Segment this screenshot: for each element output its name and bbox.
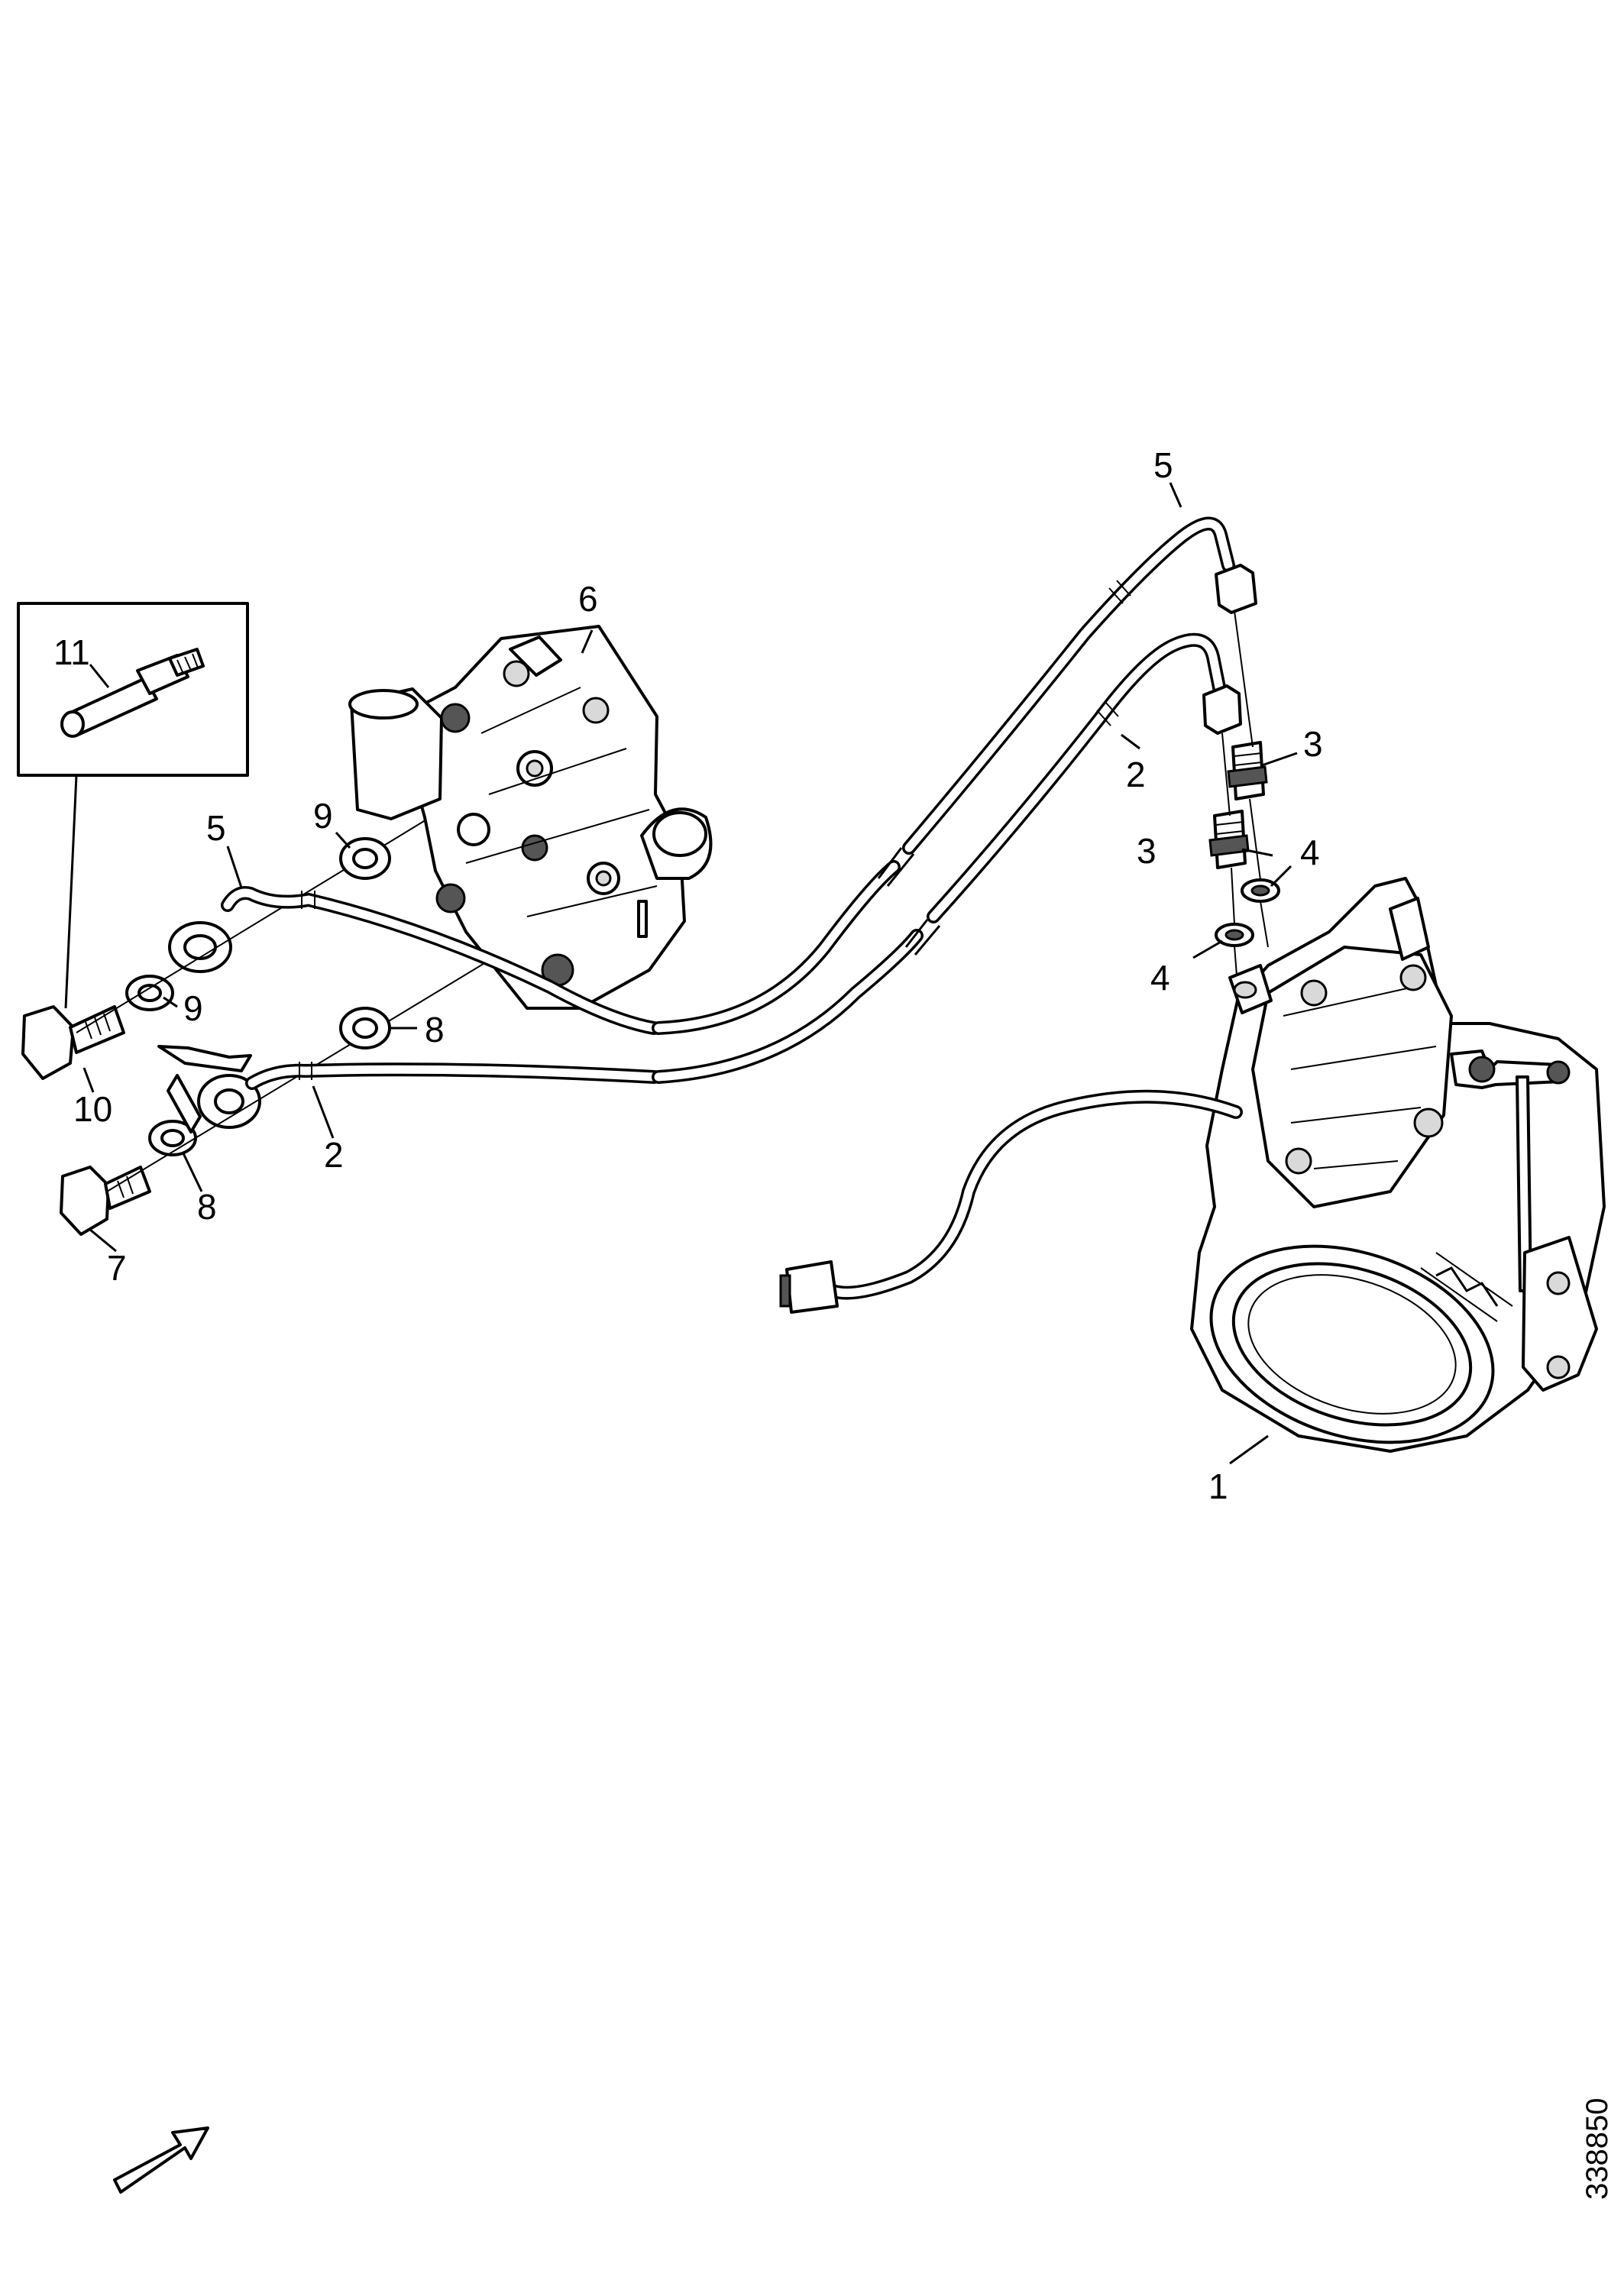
label-2-left: 2 [324,1135,344,1175]
label-9-lower: 9 [183,988,203,1028]
pipe-5-right [652,516,1235,1035]
sensor-cable [779,1089,1243,1314]
pipe-2-right [652,632,1226,1084]
label-8-lower: 8 [197,1187,217,1227]
label-5-right: 5 [1153,445,1173,485]
pipe-nut-5 [1215,564,1257,614]
label-7: 7 [107,1248,127,1288]
banjo-bolt-10 [21,1005,125,1080]
label-4-lower: 4 [1150,958,1170,998]
union-3-upper [1227,741,1268,800]
label-10: 10 [73,1089,112,1129]
hollow-screw-7 [60,1166,151,1236]
label-4-upper: 4 [1300,833,1320,872]
label-3-upper: 3 [1303,724,1323,764]
banjo-union [168,921,232,973]
label-6: 6 [578,579,598,619]
banjo-bracket [157,1045,261,1133]
sealing-washer-9-upper [339,837,391,880]
sealing-washer-9-lower [125,975,174,1011]
housing-6 [348,625,713,1010]
pipe-nut-2 [1202,684,1242,735]
pipe-2-left [245,1062,661,1090]
reference-number: 338850 [1580,2098,1614,2200]
sealing-washer-8-lower [148,1120,197,1156]
direction-arrow-icon [113,2126,209,2194]
label-1: 1 [1208,1467,1228,1506]
inset-box [17,602,249,1009]
pipe-5-left [221,886,661,1035]
union-3-lower [1208,810,1250,869]
valve-unit-1 [1190,877,1606,1453]
label-8-upper: 8 [425,1010,445,1049]
label-11: 11 [53,632,90,672]
label-5-left: 5 [206,808,226,848]
label-9-upper: 9 [313,796,333,836]
banjo-fitting-11 [60,648,205,738]
label-3-lower: 3 [1137,831,1157,871]
sealing-washer-8-upper [339,1007,391,1049]
label-2-right: 2 [1126,755,1146,794]
